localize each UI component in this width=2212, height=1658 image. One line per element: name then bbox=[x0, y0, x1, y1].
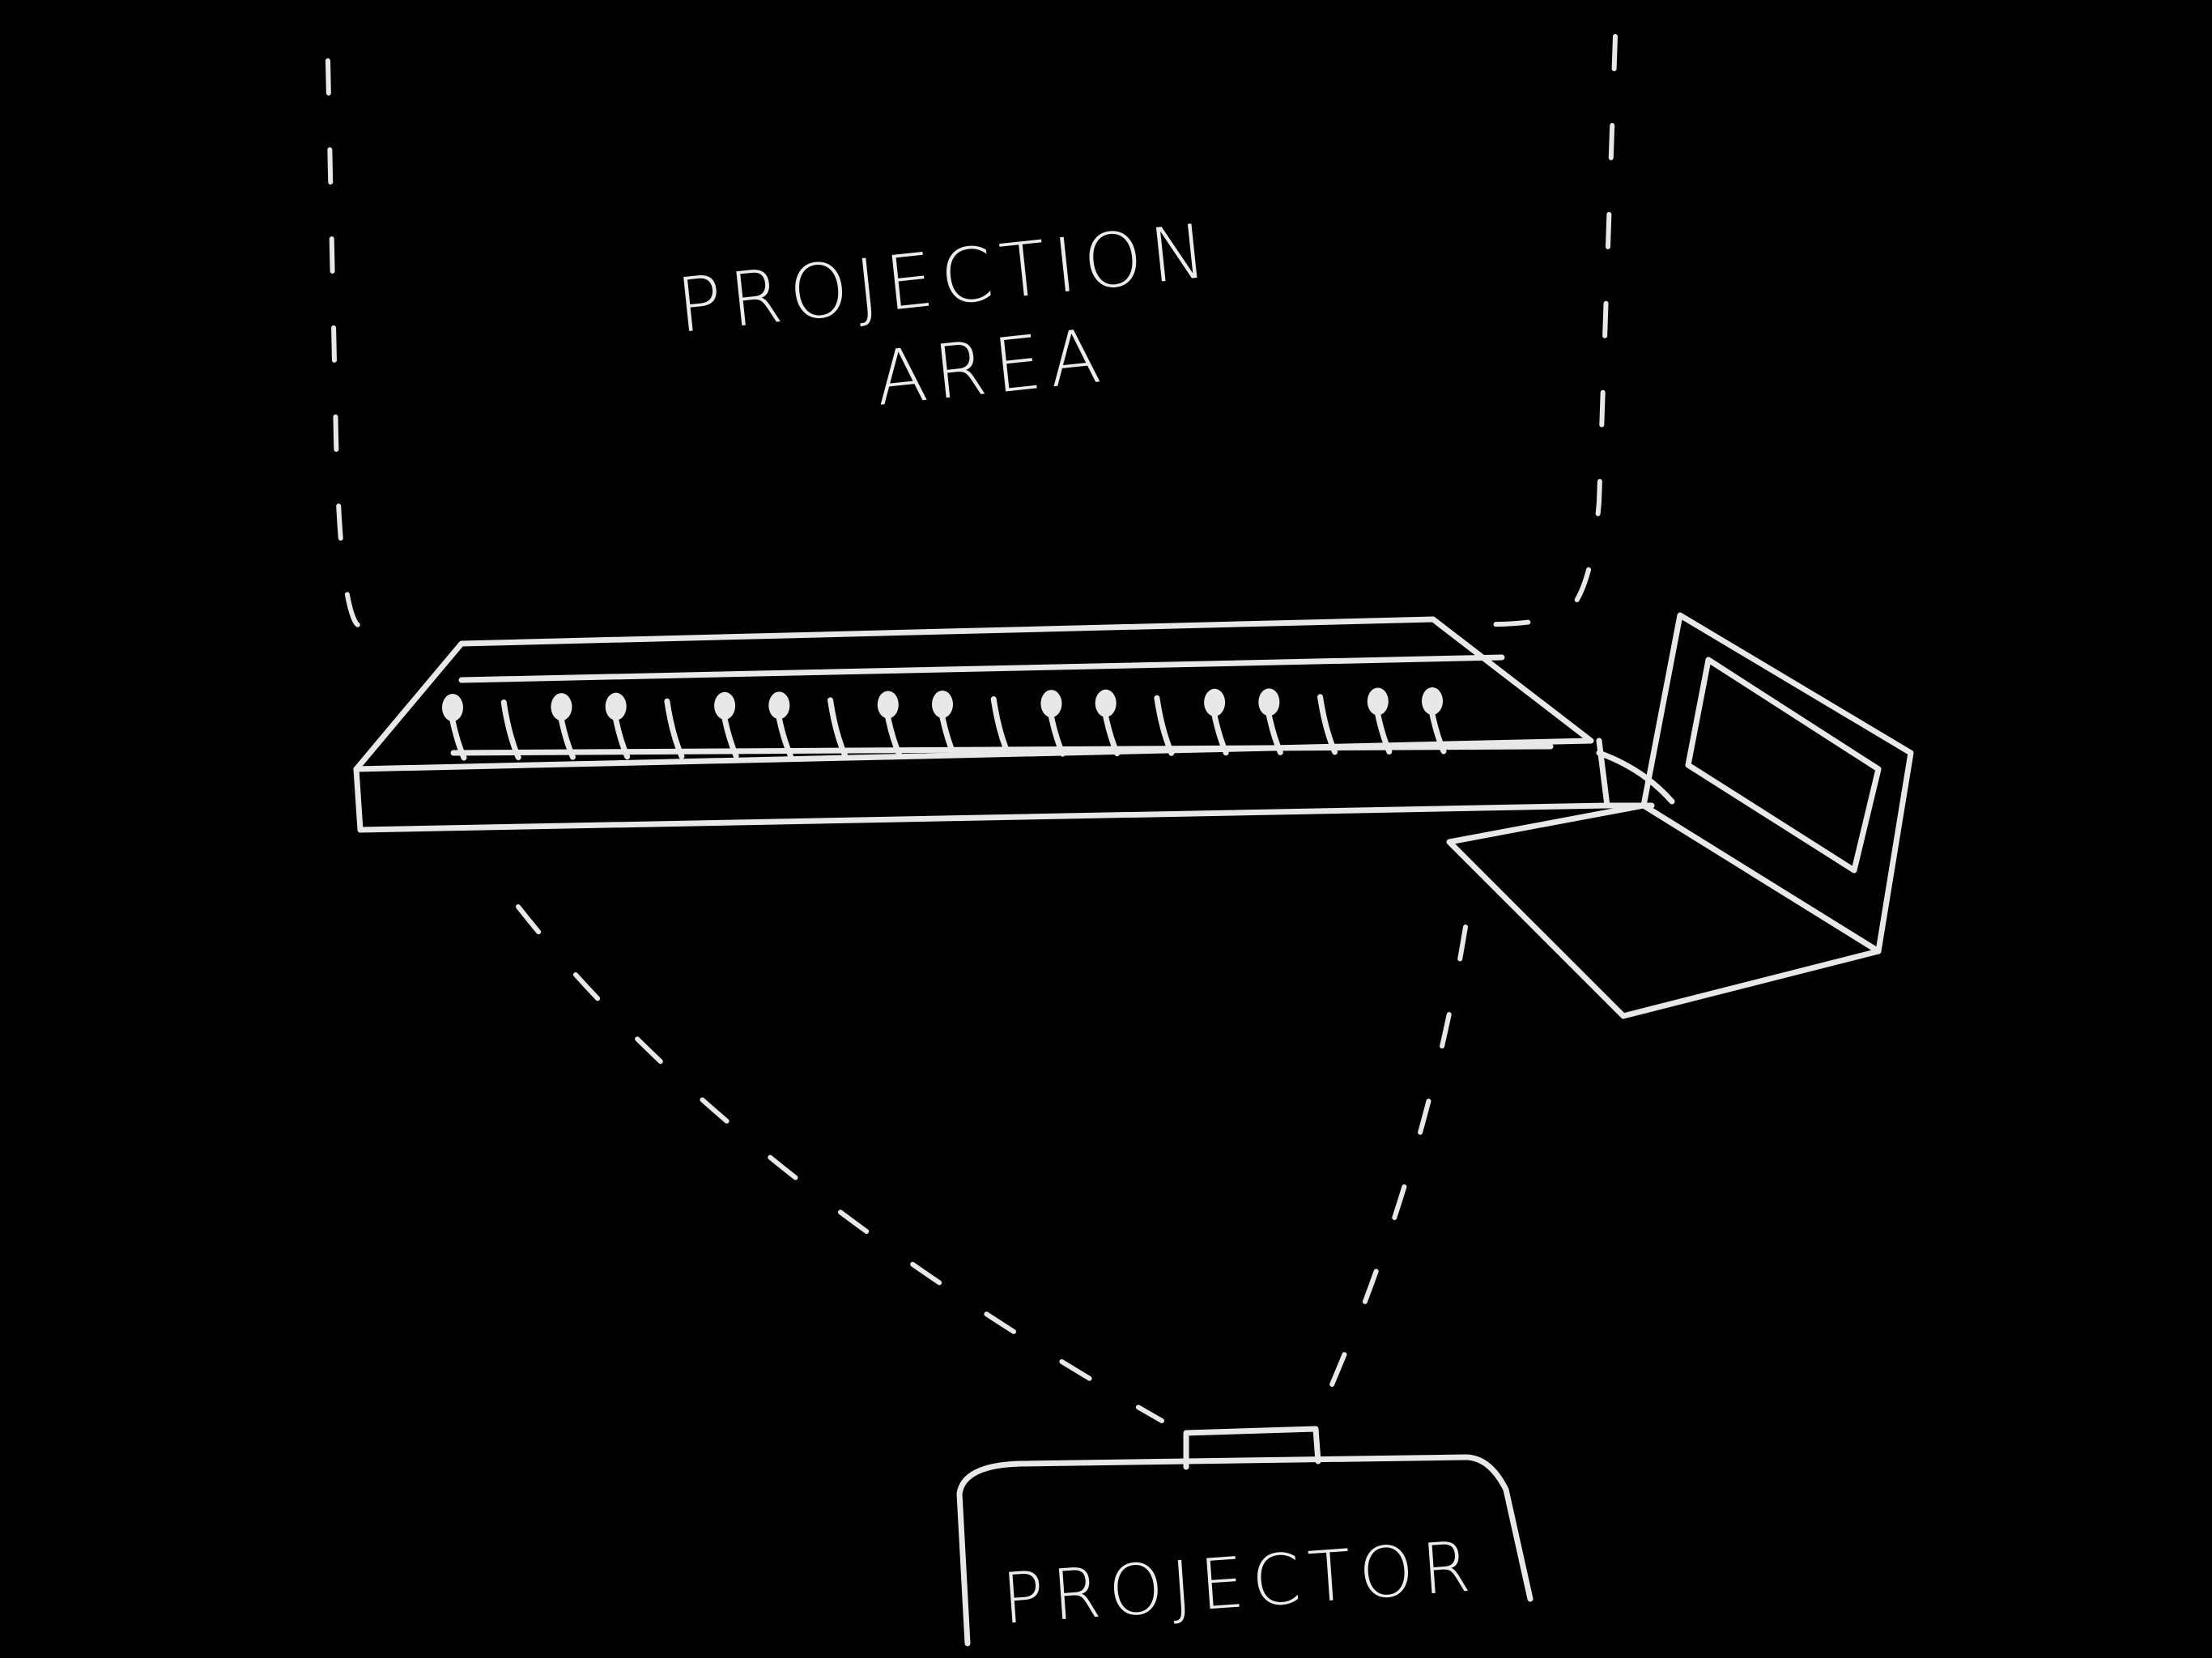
sensor-bar bbox=[356, 619, 1607, 830]
sensor-head bbox=[1258, 688, 1279, 716]
sensor-head bbox=[606, 693, 627, 721]
sensor-head bbox=[1040, 690, 1061, 717]
sensor-head bbox=[878, 691, 899, 718]
laptop bbox=[1449, 615, 1911, 1016]
sensor-pin bbox=[1157, 698, 1172, 753]
sensor-head bbox=[714, 692, 735, 720]
sensor-pin bbox=[667, 701, 682, 756]
sensor-pin bbox=[504, 703, 518, 758]
sensor-head bbox=[551, 693, 572, 721]
projector-label: PROJECTOR bbox=[999, 1526, 1481, 1640]
projection-area-label-line2: AREA bbox=[871, 312, 1112, 423]
sensor-head bbox=[768, 691, 789, 719]
sensor-head bbox=[442, 694, 463, 721]
sensor-head bbox=[1204, 689, 1225, 716]
sensor-head bbox=[1368, 687, 1389, 715]
sensor-head bbox=[932, 691, 953, 718]
projection-cone bbox=[518, 907, 1465, 1421]
sensor-head bbox=[1422, 687, 1443, 715]
sensor-pin bbox=[831, 700, 845, 755]
sensor-pin bbox=[993, 699, 1008, 755]
sensor-pin bbox=[1321, 697, 1335, 752]
sensor-head bbox=[1095, 690, 1117, 717]
